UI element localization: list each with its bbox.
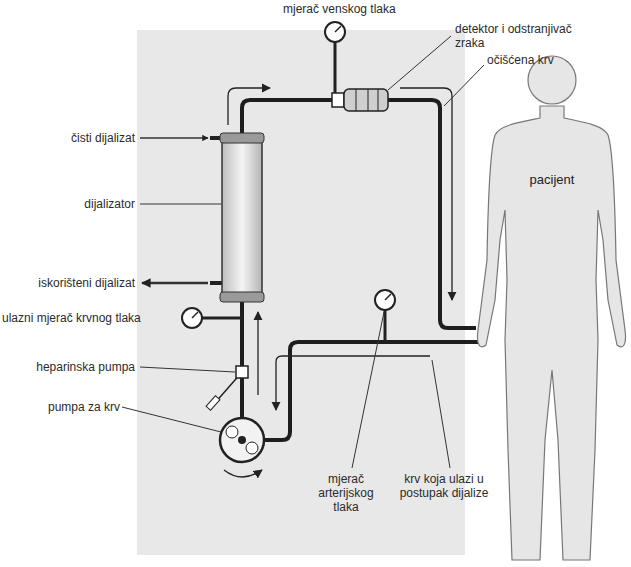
flow-label: očišćena krv — [487, 53, 587, 67]
gauge-label: ulazni mjerač krvnog tlaka — [2, 311, 178, 325]
flow-label: krv koja ulazi u postupak dijalize — [388, 472, 500, 500]
blood-tubing — [242, 100, 482, 440]
venous-pressure-gauge — [325, 22, 345, 100]
heparin-pump — [206, 366, 248, 410]
label-text: iskorišteni dijalizat — [38, 276, 135, 290]
flow-label: čisti dijalizat — [30, 131, 135, 145]
part-label: detektor i odstranjivač zraka — [455, 22, 573, 50]
label-text: detektor i odstranjivač zraka — [455, 22, 572, 50]
label-text: krv koja ulazi u postupak dijalize — [400, 472, 489, 500]
label-text: ulazni mjerač krvnog tlaka — [2, 311, 141, 325]
label-text: mjerač arterijskog tlaka — [318, 472, 373, 514]
part-label: pumpa za krv — [20, 400, 120, 414]
part-label: dijalizator — [30, 197, 135, 211]
air-detector — [332, 89, 388, 111]
label-text: pumpa za krv — [48, 400, 120, 414]
node-label: pacijent — [502, 172, 602, 187]
label-text: očišćena krv — [487, 53, 554, 67]
label-text: dijalizator — [84, 197, 135, 211]
inlet-pressure-gauge — [182, 308, 242, 328]
label-text: heparinska pumpa — [36, 360, 135, 374]
arterial-pressure-gauge — [375, 290, 395, 342]
dialyzer — [210, 133, 264, 302]
label-text: mjerač venskog tlaka — [283, 2, 396, 16]
gauge-label: mjerač venskog tlaka — [283, 2, 413, 16]
label-text: čisti dijalizat — [71, 131, 135, 145]
blood-pump — [220, 418, 264, 462]
leader-line — [122, 36, 484, 468]
part-label: heparinska pumpa — [20, 360, 135, 374]
flow-label: iskorišteni dijalizat — [10, 276, 135, 290]
gauge-label: mjerač arterijskog tlaka — [305, 472, 387, 514]
